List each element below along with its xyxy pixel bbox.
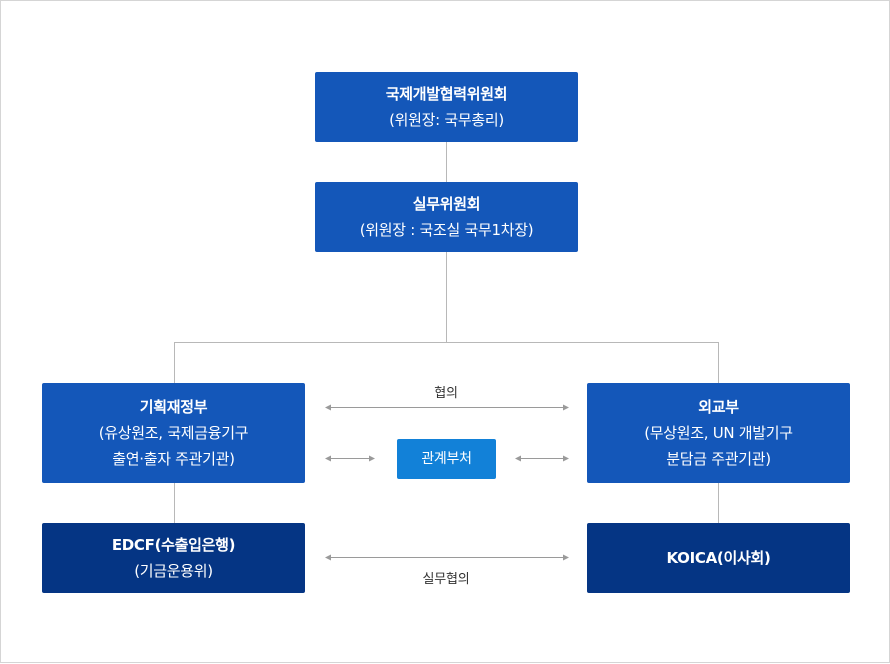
working-committee-box: 실무위원회 (위원장 : 국조실 국무1차장) bbox=[315, 182, 578, 252]
committee-title: 국제개발협력위원회 bbox=[385, 85, 508, 103]
mofa-title: 외교부 bbox=[698, 398, 739, 416]
connector-committee-to-working bbox=[446, 142, 447, 182]
right-short-arrow bbox=[515, 455, 569, 462]
connector-mofa-to-koica bbox=[718, 483, 719, 523]
left-short-arrow bbox=[325, 455, 375, 462]
edcf-subtitle: (기금운용위) bbox=[134, 562, 213, 580]
koica-box: KOICA(이사회) bbox=[587, 523, 850, 593]
related-ministries-box: 관계부처 bbox=[397, 439, 496, 479]
connector-left-down bbox=[174, 342, 175, 383]
related-ministries-label: 관계부처 bbox=[421, 451, 472, 467]
connector-mosf-to-edcf bbox=[174, 483, 175, 523]
committee-subtitle: (위원장: 국무총리) bbox=[389, 111, 504, 129]
working-committee-title: 실무위원회 bbox=[412, 195, 481, 213]
edcf-title: EDCF(수출입은행) bbox=[111, 536, 236, 554]
mosf-box: 기획재정부 (유상원조, 국제금융기구 출연·출자 주관기관) bbox=[42, 383, 305, 483]
koica-title: KOICA(이사회) bbox=[666, 549, 771, 567]
working-committee-subtitle: (위원장 : 국조실 국무1차장) bbox=[359, 221, 534, 239]
mosf-title: 기획재정부 bbox=[139, 398, 208, 416]
mofa-line2: 분담금 주관기관) bbox=[666, 450, 771, 468]
consultation-label: 협의 bbox=[434, 386, 458, 401]
connector-horizontal bbox=[174, 342, 719, 343]
working-consultation-arrow bbox=[325, 554, 569, 561]
committee-box: 국제개발협력위원회 (위원장: 국무총리) bbox=[315, 72, 578, 142]
mosf-line1: (유상원조, 국제금융기구 bbox=[98, 424, 249, 442]
mofa-line1: (무상원조, UN 개발기구 bbox=[644, 424, 793, 442]
edcf-box: EDCF(수출입은행) (기금운용위) bbox=[42, 523, 305, 593]
mofa-box: 외교부 (무상원조, UN 개발기구 분담금 주관기관) bbox=[587, 383, 850, 483]
working-consultation-label: 실무협의 bbox=[422, 572, 470, 587]
consultation-arrow bbox=[325, 404, 569, 411]
connector-right-down bbox=[718, 342, 719, 383]
mosf-line2: 출연·출자 주관기관) bbox=[112, 450, 235, 468]
connector-working-down bbox=[446, 252, 447, 343]
